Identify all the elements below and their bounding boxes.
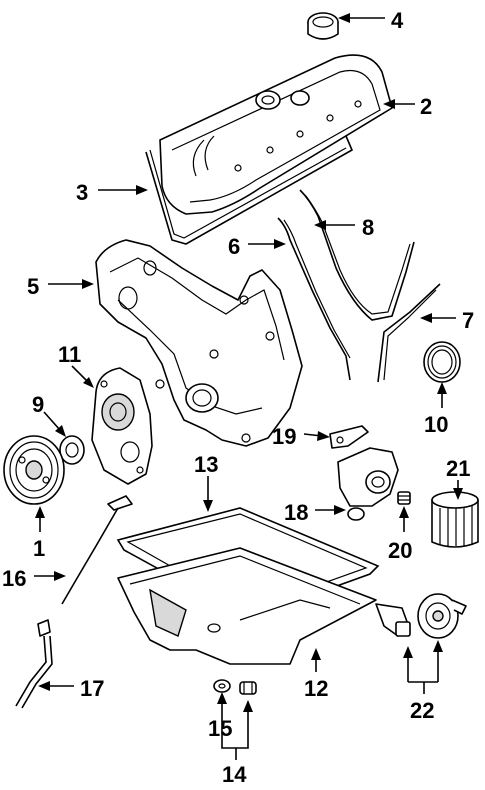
cover-strip-gasket (377, 283, 441, 383)
callout-labels: 4 2 3 8 6 5 7 11 9 10 19 21 13 18 1 20 1… (2, 8, 474, 787)
callout-21: 21 (446, 456, 470, 481)
callout-3: 3 (76, 180, 88, 205)
callout-16: 16 (2, 566, 26, 591)
crankshaft-pulley (3, 435, 65, 505)
callout-1: 1 (33, 536, 45, 561)
callout-22: 22 (410, 698, 434, 723)
oil-filter-adapter (337, 447, 399, 521)
oil-pan (117, 547, 377, 665)
callout-19: 19 (272, 424, 296, 449)
callout-7: 7 (462, 308, 474, 333)
oil-dipstick (61, 495, 133, 605)
drain-plug (239, 681, 257, 695)
callout-6: 6 (228, 234, 240, 259)
drain-plug-gasket (213, 679, 231, 693)
callout-4: 4 (391, 8, 404, 33)
callout-5: 5 (27, 274, 39, 299)
callout-10: 10 (424, 412, 448, 437)
mounting-bracket (329, 425, 369, 449)
oil-fitting (397, 491, 411, 505)
callout-13: 13 (194, 452, 218, 477)
crankshaft-front-seal (423, 341, 461, 383)
callout-15: 15 (208, 716, 232, 741)
callout-12: 12 (304, 676, 328, 701)
callout-11: 11 (58, 342, 81, 367)
dipstick-tube (15, 619, 53, 709)
timing-cover-gasket (277, 217, 351, 381)
valve-cover-gasket (145, 135, 354, 245)
oil-pressure-sensor (375, 603, 411, 637)
crankshaft-sprocket (59, 435, 85, 465)
oil-filter (431, 491, 479, 548)
callout-2: 2 (420, 94, 432, 119)
idler-pulley (417, 593, 467, 639)
oil-pump (91, 367, 153, 485)
front-cover-gasket (299, 189, 415, 321)
callout-8: 8 (362, 215, 374, 240)
callout-14: 14 (222, 762, 247, 787)
callout-18: 18 (284, 500, 308, 525)
engine-front-cover (95, 239, 303, 447)
oil-filler-cap (307, 12, 339, 40)
leader-lines (34, 13, 463, 760)
callout-9: 9 (32, 392, 44, 417)
callout-17: 17 (80, 676, 104, 701)
callout-20: 20 (388, 538, 412, 563)
valve-cover (159, 54, 393, 215)
